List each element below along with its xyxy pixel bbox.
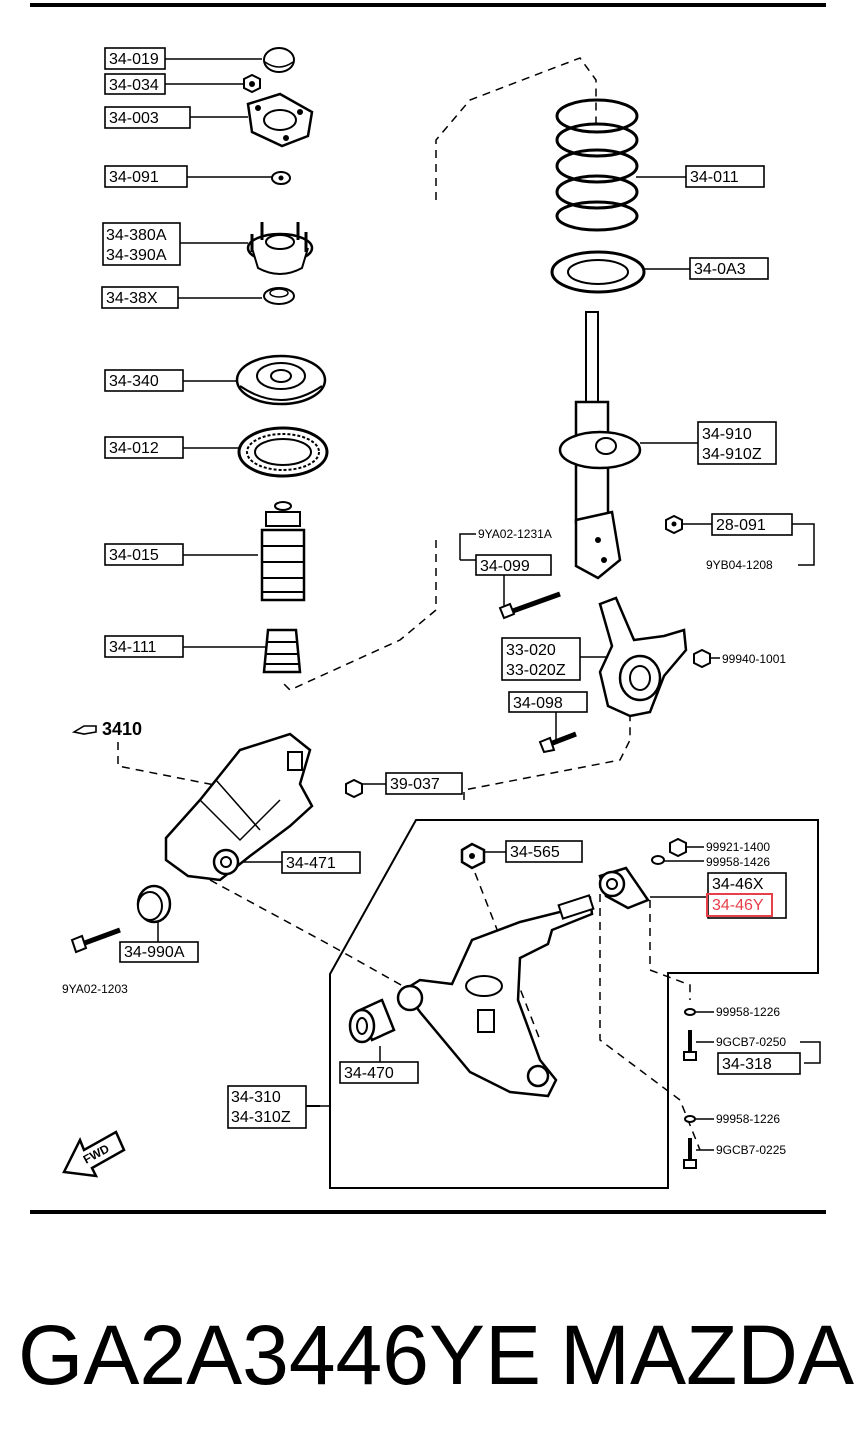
highlight-frame	[706, 893, 773, 917]
label-34-380a: 34-380A	[106, 227, 167, 244]
part-labels: 34-019 34-034 34-003 34-091 34-380A 34-3…	[62, 51, 786, 1157]
label-34-46y: 34-46Y	[712, 897, 764, 914]
label-34-318: 34-318	[722, 1056, 772, 1073]
part-nut-99940	[693, 648, 711, 669]
label-34-38x: 34-38X	[106, 290, 158, 307]
label-9yb04-1208: 9YB04-1208	[706, 558, 773, 572]
fwd-arrow-icon: FWD	[62, 1130, 126, 1178]
label-99958-1226-upper: 99958-1226	[716, 1005, 780, 1019]
label-34-0a3: 34-0A3	[694, 261, 746, 278]
label-34-471: 34-471	[286, 855, 336, 872]
label-34-470: 34-470	[344, 1065, 394, 1082]
label-34-910z: 34-910Z	[702, 446, 762, 463]
label-34-565: 34-565	[510, 844, 560, 861]
part-cap	[263, 47, 295, 73]
label-9gcb7-0225: 9GCB7-0225	[716, 1143, 786, 1157]
part-number-caption: GA2A3446YE	[18, 1308, 542, 1402]
part-nut-34-565	[460, 842, 486, 870]
part-bushing-small	[263, 287, 295, 305]
label-34-310: 34-310	[231, 1089, 281, 1106]
part-bump-stop	[262, 628, 302, 674]
label-34-910: 34-910	[702, 426, 752, 443]
part-bump-stop-boot	[260, 501, 306, 602]
part-strut	[558, 311, 642, 580]
dashed-assembly-lines	[117, 57, 701, 1151]
label-33-020: 33-020	[506, 642, 556, 659]
part-nut-washer	[271, 171, 291, 185]
label-34-091: 34-091	[109, 169, 159, 186]
part-nut-99921	[669, 837, 687, 858]
frame	[30, 3, 826, 1214]
label-34-019: 34-019	[109, 51, 159, 68]
label-boxes	[101, 47, 801, 1129]
part-bolt-34-099	[498, 591, 561, 620]
label-34-111: 34-111	[109, 639, 157, 656]
part-bearing-ring	[237, 426, 329, 478]
part-upper-seat	[235, 354, 327, 406]
label-33-020z: 33-020Z	[506, 662, 566, 679]
part-fasteners-right	[683, 1008, 697, 1169]
label-28-091: 28-091	[716, 517, 766, 534]
label-3410: 3410	[102, 719, 142, 739]
label-9ya02-1231a: 9YA02-1231A	[478, 527, 552, 541]
part-coil-spring	[555, 98, 639, 232]
part-bushing-34-990a	[136, 884, 172, 924]
label-9gcb7-0250: 9GCB7-0250	[716, 1035, 786, 1049]
part-nut-39-037	[345, 778, 363, 799]
part-knuckle	[598, 596, 688, 718]
part-spring-seat	[550, 250, 646, 294]
label-34-390a: 34-390A	[106, 247, 167, 264]
part-bolt-9ya02-1203	[70, 927, 121, 954]
label-34-015: 34-015	[109, 547, 159, 564]
label-34-990a: 34-990A	[124, 944, 185, 961]
label-34-340: 34-340	[109, 373, 159, 390]
part-nut-small	[243, 73, 261, 94]
label-34-012: 34-012	[109, 440, 159, 457]
part-nut-28-091	[665, 514, 683, 535]
label-99921-1400: 99921-1400	[706, 840, 770, 854]
brand-caption: MAZDA	[560, 1308, 854, 1402]
part-plate	[246, 92, 314, 148]
label-34-310z: 34-310Z	[231, 1109, 291, 1126]
label-34-46x: 34-46X	[712, 876, 764, 893]
part-crossmember	[164, 732, 314, 882]
label-39-037: 39-037	[390, 776, 440, 793]
label-99958-1226-lower: 99958-1226	[716, 1112, 780, 1126]
part-bolt-34-098	[538, 731, 577, 754]
label-34-003: 34-003	[109, 110, 159, 127]
label-9ya02-1203: 9YA02-1203	[62, 982, 128, 996]
label-99940-1001: 99940-1001	[722, 652, 786, 666]
part-lower-arm	[396, 894, 595, 1098]
part-strut-mount	[246, 222, 314, 275]
pointing-hand-icon	[71, 725, 97, 735]
label-99958-1426: 99958-1426	[706, 855, 770, 869]
part-bushing-34-470	[348, 998, 396, 1044]
leader-lines	[157, 58, 821, 1151]
label-34-099: 34-099	[480, 558, 530, 575]
label-34-011: 34-011	[690, 169, 739, 186]
label-34-098: 34-098	[513, 695, 563, 712]
part-bushing-34-46y	[598, 866, 650, 910]
part-washer-99958	[651, 855, 665, 865]
label-34-034: 34-034	[109, 77, 159, 94]
